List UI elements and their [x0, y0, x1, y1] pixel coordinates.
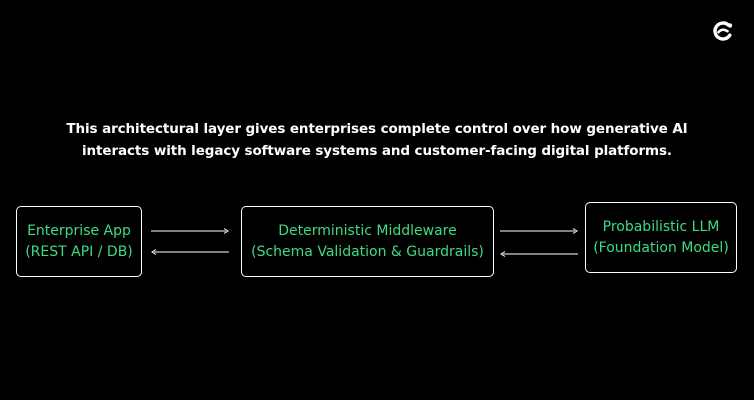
enterprise-app-node: Enterprise App (REST API / DB) — [16, 206, 142, 277]
arrow-right-icon — [500, 228, 578, 234]
arrow-left-icon — [500, 251, 578, 257]
diagram-caption: This architectural layer gives enterpris… — [40, 118, 714, 162]
caption-line-1: This architectural layer gives enterpris… — [66, 121, 688, 137]
caption-line-2: interacts with legacy software systems a… — [82, 143, 672, 159]
node-title: Probabilistic LLM — [602, 218, 720, 235]
deterministic-middleware-node: Deterministic Middleware (Schema Validat… — [241, 206, 494, 277]
node-subtitle: (Schema Validation & Guardrails) — [251, 243, 484, 260]
arrow-left-icon — [151, 249, 229, 255]
arrow-right-icon — [151, 228, 229, 234]
node-title: Enterprise App — [27, 222, 131, 239]
brand-logo-icon — [713, 21, 733, 41]
node-subtitle: (REST API / DB) — [25, 243, 133, 260]
node-subtitle: (Foundation Model) — [593, 239, 729, 256]
node-title: Deterministic Middleware — [278, 222, 457, 239]
probabilistic-llm-node: Probabilistic LLM (Foundation Model) — [585, 202, 737, 273]
